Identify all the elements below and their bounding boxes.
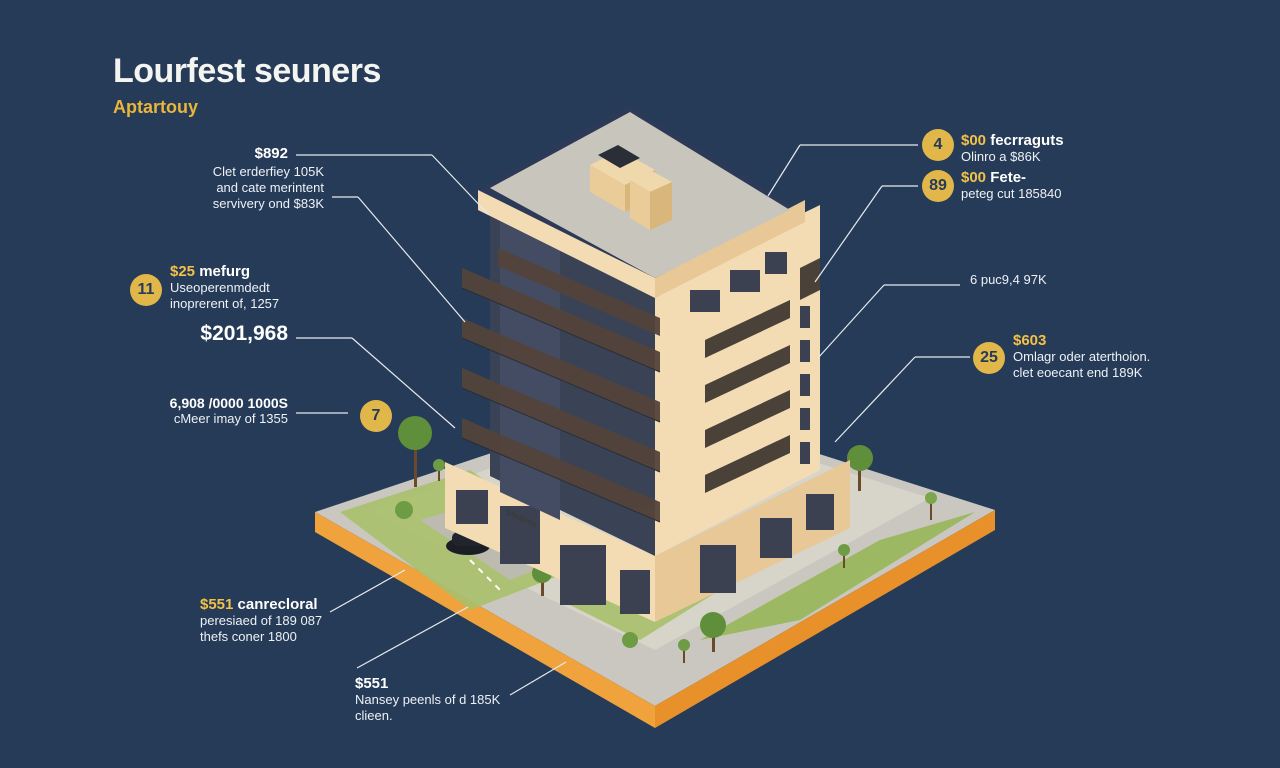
- callout-j-line-1: Omlagr oder aterthoion.: [1013, 349, 1151, 364]
- callout-a: $892: [160, 146, 288, 162]
- callout-e-head-rest: canrecloral: [233, 596, 318, 613]
- callout-e: $551 canrecloral peresiaed of 189 087 th…: [200, 597, 400, 645]
- callout-i-head: 6 puc9,4 97K: [970, 272, 1047, 287]
- page-subtitle: Aptartouy: [113, 97, 198, 117]
- callout-h-line-1: peteg cut 185840: [961, 186, 1062, 201]
- callout-e-head: $551: [200, 596, 234, 613]
- callout-j-badge: 25: [973, 342, 1005, 374]
- callout-b-head-rest: mefurg: [195, 263, 251, 280]
- callout-f-line-2: clieen.: [355, 708, 393, 723]
- callout-f: $551 Nansey peenls of d 185K clieen.: [355, 676, 555, 724]
- callout-b: $25 mefurg Useoperenmdedt inoprerent of,…: [170, 264, 370, 312]
- callout-d-head: 6,908 /0000 1000S: [169, 395, 288, 411]
- leader-lines: [296, 144, 970, 696]
- callout-b-head: $25: [170, 263, 196, 280]
- callout-g-head: $00: [961, 132, 987, 149]
- callout-b-line-2: inoprerent of, 1257: [170, 296, 280, 311]
- callout-h-head: $00: [961, 169, 987, 186]
- callout-c: $201,968: [150, 322, 288, 345]
- callout-g-badge: 4: [922, 129, 954, 161]
- callout-g-line-1: Olinro a $86K: [961, 149, 1041, 164]
- callout-j-line-2: clet eoecant end 189K: [1013, 365, 1143, 380]
- callout-f-head: $551: [355, 675, 389, 692]
- callout-h-badge: 89: [922, 170, 954, 202]
- callout-c-head: $201,968: [200, 322, 288, 345]
- callout-j: $603 Omlagr oder aterthoion. clet eoecan…: [1013, 333, 1213, 381]
- building-roof: [478, 105, 805, 298]
- callout-a-head: $892: [254, 145, 288, 162]
- callout-b-line-1: Useoperenmdedt: [170, 280, 270, 295]
- callout-g: $00 fecrraguts Olinro a $86K: [961, 133, 1161, 165]
- page-title: Lourfest seuners: [113, 52, 381, 90]
- callout-d-line-1: cMeer imay of 1355: [173, 411, 288, 426]
- trees: [395, 416, 937, 663]
- callout-e-line-1: peresiaed of 189 087: [200, 613, 323, 628]
- callout-f-line-1: Nansey peenls of d 185K: [355, 692, 501, 707]
- callout-a-text: Clet erderfiey 105K and cate merintent s…: [150, 164, 324, 212]
- callout-j-head: $603: [1013, 332, 1047, 349]
- callout-h: $00 Fete- peteg cut 185840: [961, 170, 1161, 202]
- callout-h-head-rest: Fete-: [986, 169, 1027, 186]
- building-tower: [461, 205, 820, 556]
- callout-e-line-2: thefs coner 1800: [200, 629, 297, 644]
- callout-a-line-3: servivery ond $83K: [212, 196, 324, 211]
- callout-i: 6 puc9,4 97K: [970, 272, 1170, 288]
- callout-g-head-rest: fecrraguts: [986, 132, 1064, 149]
- callout-a-line-1: Clet erderfiey 105K: [212, 164, 324, 179]
- callout-a-line-2: and cate merintent: [216, 180, 324, 195]
- callout-b-badge: 11: [130, 274, 162, 306]
- callout-d: 6,908 /0000 1000S cMeer imay of 1355: [130, 395, 288, 427]
- building-podium: [445, 460, 850, 622]
- callout-d-badge: 7: [360, 400, 392, 432]
